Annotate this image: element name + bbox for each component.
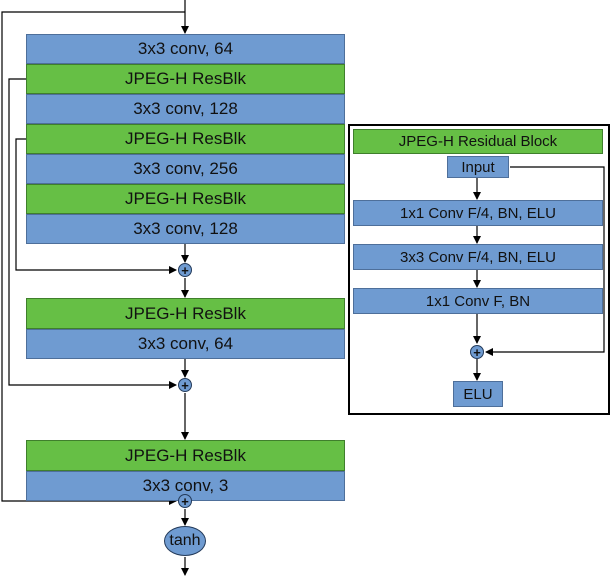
residual-add-node: + <box>470 345 484 359</box>
add-node-2: + <box>178 378 192 392</box>
conv-block-4: 3x3 conv, 128 <box>26 214 345 244</box>
resblock-1: JPEG-H ResBlk <box>26 64 345 94</box>
conv-block-3: 3x3 conv, 256 <box>26 154 345 184</box>
conv-block-1: 3x3 conv, 64 <box>26 34 345 64</box>
residual-input: Input <box>447 156 509 178</box>
residual-layer-2: 3x3 Conv F/4, BN, ELU <box>353 244 603 270</box>
conv-block-2: 3x3 conv, 128 <box>26 94 345 124</box>
resblock-4: JPEG-H ResBlk <box>26 298 345 329</box>
add-node-3: + <box>178 494 192 508</box>
tanh-node: tanh <box>164 526 206 556</box>
residual-elu: ELU <box>453 381 503 407</box>
residual-layer-3: 1x1 Conv F, BN <box>353 288 603 314</box>
resblock-2: JPEG-H ResBlk <box>26 124 345 154</box>
resblock-3: JPEG-H ResBlk <box>26 184 345 214</box>
add-node-1: + <box>178 263 192 277</box>
conv-block-5: 3x3 conv, 64 <box>26 329 345 359</box>
resblock-5: JPEG-H ResBlk <box>26 440 345 471</box>
residual-layer-1: 1x1 Conv F/4, BN, ELU <box>353 200 603 226</box>
residual-block-title: JPEG-H Residual Block <box>353 129 603 154</box>
residual-block-frame <box>348 124 610 415</box>
